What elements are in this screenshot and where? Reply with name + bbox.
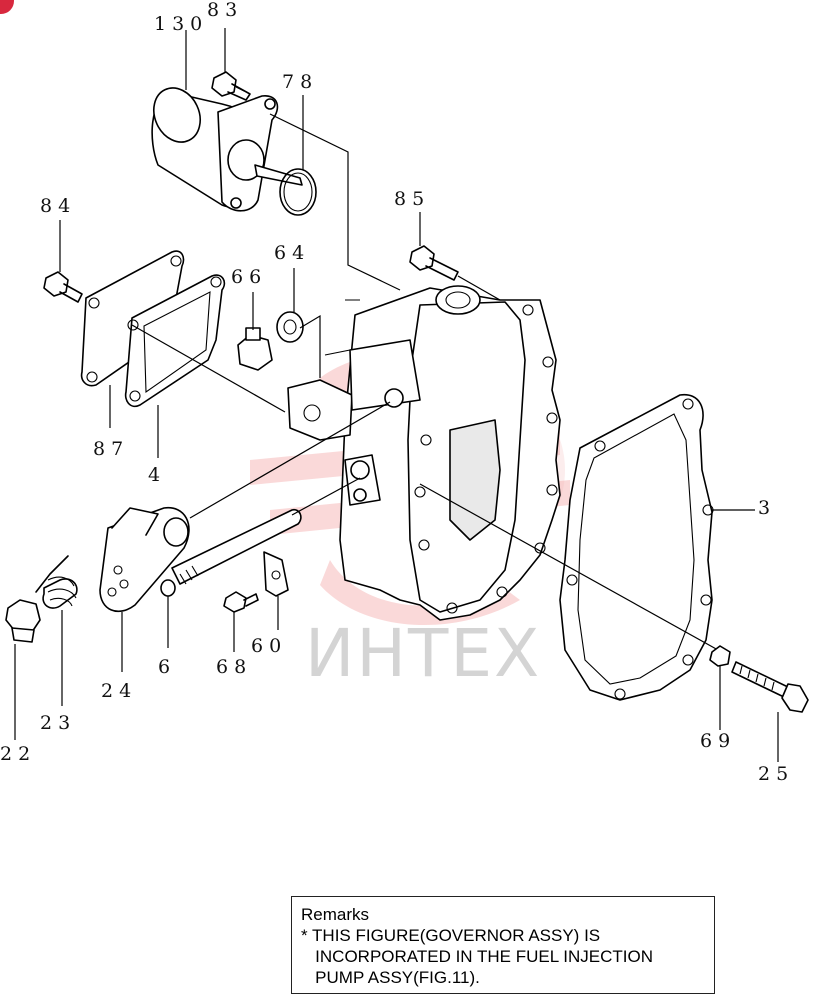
bolt-part-84 bbox=[43, 220, 83, 303]
callout-84: 84 bbox=[40, 195, 76, 217]
callout-68: 68 bbox=[216, 656, 252, 678]
bolt-part-68 bbox=[223, 591, 259, 652]
callout-87: 87 bbox=[93, 438, 129, 460]
callout-83: 83 bbox=[207, 0, 243, 21]
remarks-title: Remarks bbox=[301, 905, 370, 924]
callout-130: 130 bbox=[154, 13, 208, 35]
remarks-line-3: PUMP ASSY(FIG.11). bbox=[301, 968, 480, 987]
governor-housing bbox=[287, 285, 561, 621]
callout-6: 6 bbox=[158, 656, 176, 678]
callout-85: 85 bbox=[394, 188, 430, 210]
solenoid-part-130 bbox=[151, 30, 303, 212]
callout-4: 4 bbox=[148, 464, 166, 486]
washer-part-64 bbox=[276, 268, 304, 343]
bolt-part-25 bbox=[731, 661, 809, 762]
plate-part-60 bbox=[263, 551, 289, 630]
callout-78: 78 bbox=[282, 71, 318, 93]
bolt-part-83 bbox=[211, 28, 251, 101]
watermark-text: ИНТЕХ bbox=[305, 615, 541, 692]
nut-part-69 bbox=[709, 645, 731, 730]
callout-23: 23 bbox=[40, 712, 76, 734]
callout-64: 64 bbox=[274, 242, 310, 264]
spring-part-23 bbox=[35, 555, 78, 706]
callout-66: 66 bbox=[231, 266, 267, 288]
bolt-part-85 bbox=[409, 212, 459, 281]
cover-leader bbox=[131, 324, 286, 413]
lever-part-24 bbox=[99, 507, 190, 672]
callout-69: 69 bbox=[700, 730, 736, 752]
shaft-part-6 bbox=[160, 401, 391, 648]
plug-part-22 bbox=[5, 599, 41, 740]
bolt-25-leader bbox=[419, 483, 719, 651]
remarks-line-2: INCORPORATED IN THE FUEL INJECTION bbox=[301, 947, 653, 966]
callout-25: 25 bbox=[758, 763, 794, 785]
bolt-85-leader bbox=[457, 275, 501, 301]
callout-24: 24 bbox=[101, 680, 137, 702]
remarks-line-1: * THIS FIGURE(GOVERNOR ASSY) IS bbox=[301, 926, 601, 945]
callout-60: 60 bbox=[251, 635, 287, 657]
exploded-view-drawing: ИНТЕХ bbox=[0, 0, 809, 785]
plug-part-66 bbox=[237, 292, 273, 371]
solenoid-leader bbox=[269, 113, 401, 291]
remarks-box: Remarks * THIS FIGURE(GOVERNOR ASSY) IS … bbox=[291, 896, 715, 994]
callout-22: 22 bbox=[0, 743, 36, 765]
gasket-part-3 bbox=[559, 394, 755, 701]
washer-64-leader bbox=[299, 314, 321, 378]
o-ring-part-78 bbox=[279, 95, 317, 216]
callout-3: 3 bbox=[758, 497, 776, 519]
gasket-part-4 bbox=[124, 274, 226, 458]
